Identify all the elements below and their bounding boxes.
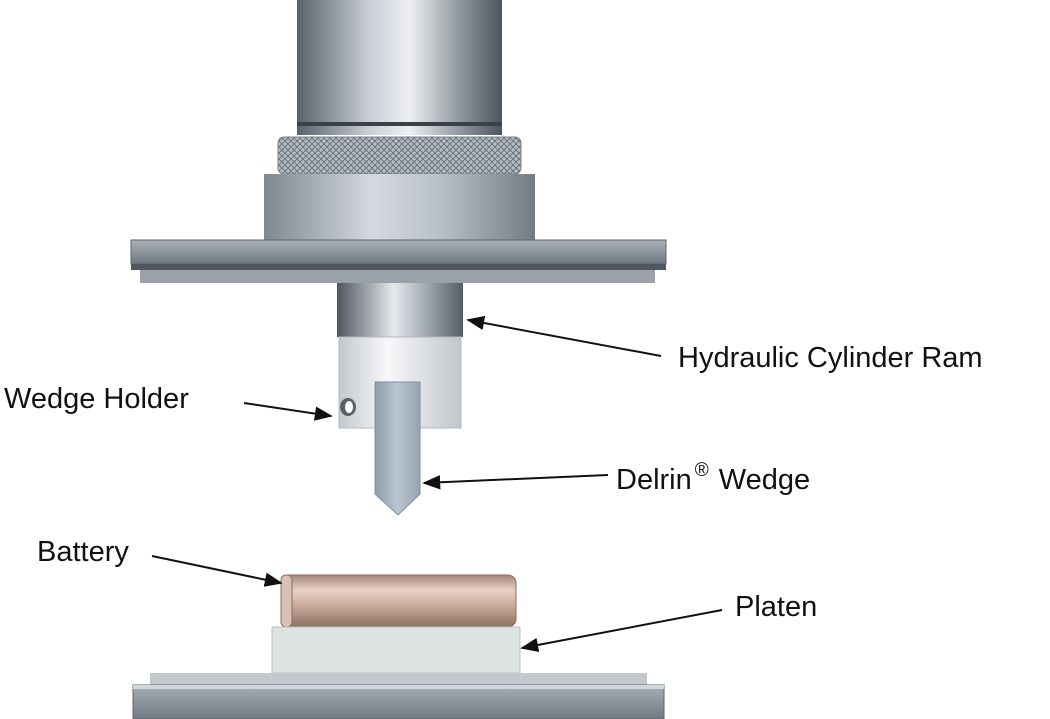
label-wedge-holder: Wedge Holder <box>4 383 189 415</box>
wedge-arrow <box>422 474 609 490</box>
label-wedge: Wedge <box>719 464 810 496</box>
battery-arrow <box>151 555 283 587</box>
ram-arrow <box>466 315 662 357</box>
delrin-wedge <box>374 381 421 516</box>
label-delrin: Delrin <box>616 464 692 496</box>
platen-arrow <box>520 609 723 653</box>
label-registered-mark: ® <box>695 460 709 481</box>
label-delrin-wedge: Delrin® Wedge <box>616 460 810 496</box>
label-hydraulic-cylinder-ram: Hydraulic Cylinder Ram <box>678 342 983 374</box>
cylinder-body <box>297 0 502 135</box>
platen <box>271 626 521 674</box>
battery <box>280 574 517 628</box>
holder-arrow <box>243 402 333 421</box>
cylinder-flange <box>130 239 667 283</box>
hydraulic-ram <box>337 283 463 337</box>
base-plate <box>132 673 665 719</box>
label-platen: Platen <box>735 591 817 623</box>
knurled-collar <box>277 136 522 175</box>
cylinder-column <box>264 174 535 240</box>
label-battery: Battery <box>37 536 129 568</box>
